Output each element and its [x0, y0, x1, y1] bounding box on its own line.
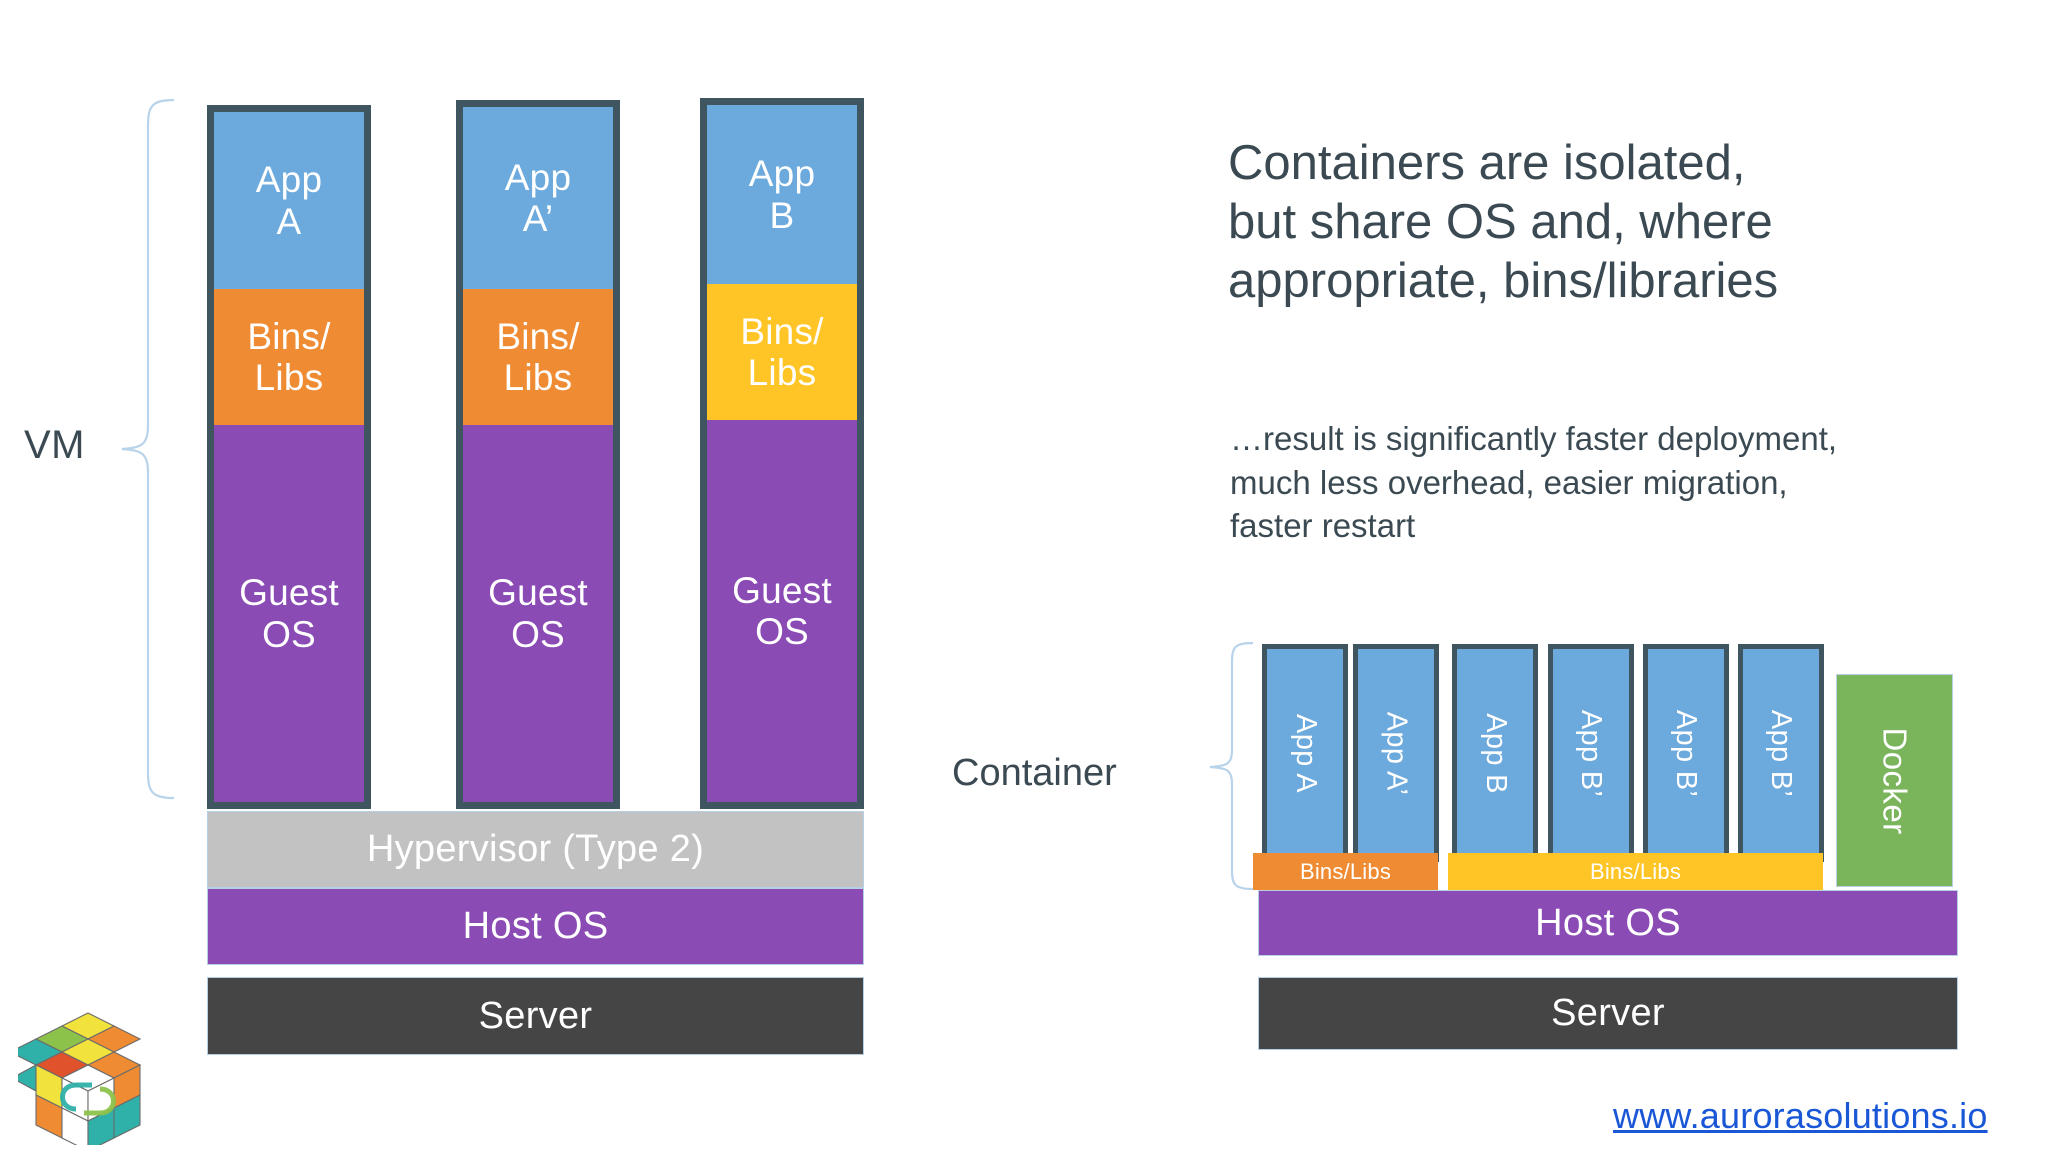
vm-app-line2: A’	[522, 198, 554, 239]
container-app-label: App A	[1289, 713, 1322, 793]
vm-host-os-band: Host OS	[207, 888, 864, 965]
container-app-column: App B’	[1738, 644, 1824, 862]
subtext-line-2: much less overhead, easier migration,	[1230, 463, 1788, 501]
vm-app-line2: A	[276, 200, 302, 242]
vm-brace-icon	[121, 98, 175, 800]
vm-guest-line1: Guest	[239, 572, 339, 614]
container-brace-icon	[1209, 641, 1254, 891]
container-app-label: App B’	[1575, 709, 1608, 797]
docker-label: Docker	[1876, 727, 1914, 834]
container-app-column: App B’	[1643, 644, 1729, 862]
container-app-label: App B’	[1670, 709, 1703, 797]
subtext-line-1: …result is significantly faster deployme…	[1230, 420, 1838, 457]
site-url-link[interactable]: www.aurorasolutions.io	[1613, 1095, 1988, 1136]
headline-line-3: appropriate, bins/libraries	[1228, 253, 1779, 308]
vm-bins-segment: Bins/Libs	[214, 289, 364, 425]
vm-bins-segment: Bins/Libs	[463, 289, 613, 425]
subtext-line-3: faster restart	[1230, 507, 1416, 545]
container-app-label: App B’	[1765, 709, 1798, 797]
container-bracket-label: Container	[952, 752, 1117, 794]
container-server-band: Server	[1258, 977, 1958, 1050]
vm-app-line1: App	[504, 156, 572, 198]
vm-bins-line1: Bins/	[496, 315, 580, 357]
vm-app-line2: B	[769, 194, 795, 236]
vm-app-line1: App	[255, 159, 323, 201]
vm-guest-line2: OS	[755, 611, 809, 652]
vm-bins-line1: Bins/	[247, 315, 331, 357]
container-app-column: App A	[1262, 644, 1348, 862]
hypervisor-band: Hypervisor (Type 2)	[207, 811, 864, 888]
container-app-column: App A’	[1353, 644, 1439, 862]
vm-guest-line1: Guest	[488, 572, 588, 614]
vm-app-line1: App	[748, 153, 816, 195]
vm-bins-segment: Bins/Libs	[707, 284, 857, 420]
vm-server-band: Server	[207, 977, 864, 1055]
vm-guest-line2: OS	[511, 613, 565, 655]
vm-bins-line2: Libs	[503, 357, 573, 398]
container-bins-right: Bins/Libs	[1448, 853, 1823, 890]
vm-guest-line2: OS	[262, 613, 316, 655]
aurora-solutions-logo	[18, 1012, 142, 1145]
vm-guest-line1: Guest	[732, 569, 832, 611]
container-app-column: App B	[1452, 644, 1538, 862]
subtext: …result is significantly faster deployme…	[1230, 417, 2030, 548]
vm-bins-line1: Bins/	[740, 310, 824, 352]
container-host-os-band: Host OS	[1258, 890, 1958, 956]
headline: Containers are isolated, but share OS an…	[1228, 134, 2018, 310]
docker-column: Docker	[1836, 674, 1953, 887]
container-bins-left: Bins/Libs	[1253, 853, 1438, 890]
vm-bins-line2: Libs	[254, 357, 324, 398]
container-app-label: App B	[1479, 712, 1512, 794]
headline-line-2: but share OS and, where	[1228, 194, 1773, 249]
container-app-label: App A’	[1380, 711, 1413, 795]
container-app-column: App B’	[1548, 644, 1634, 862]
headline-line-1: Containers are isolated,	[1228, 136, 1746, 190]
vm-bins-line2: Libs	[747, 352, 817, 393]
vm-bracket-label: VM	[24, 423, 85, 467]
